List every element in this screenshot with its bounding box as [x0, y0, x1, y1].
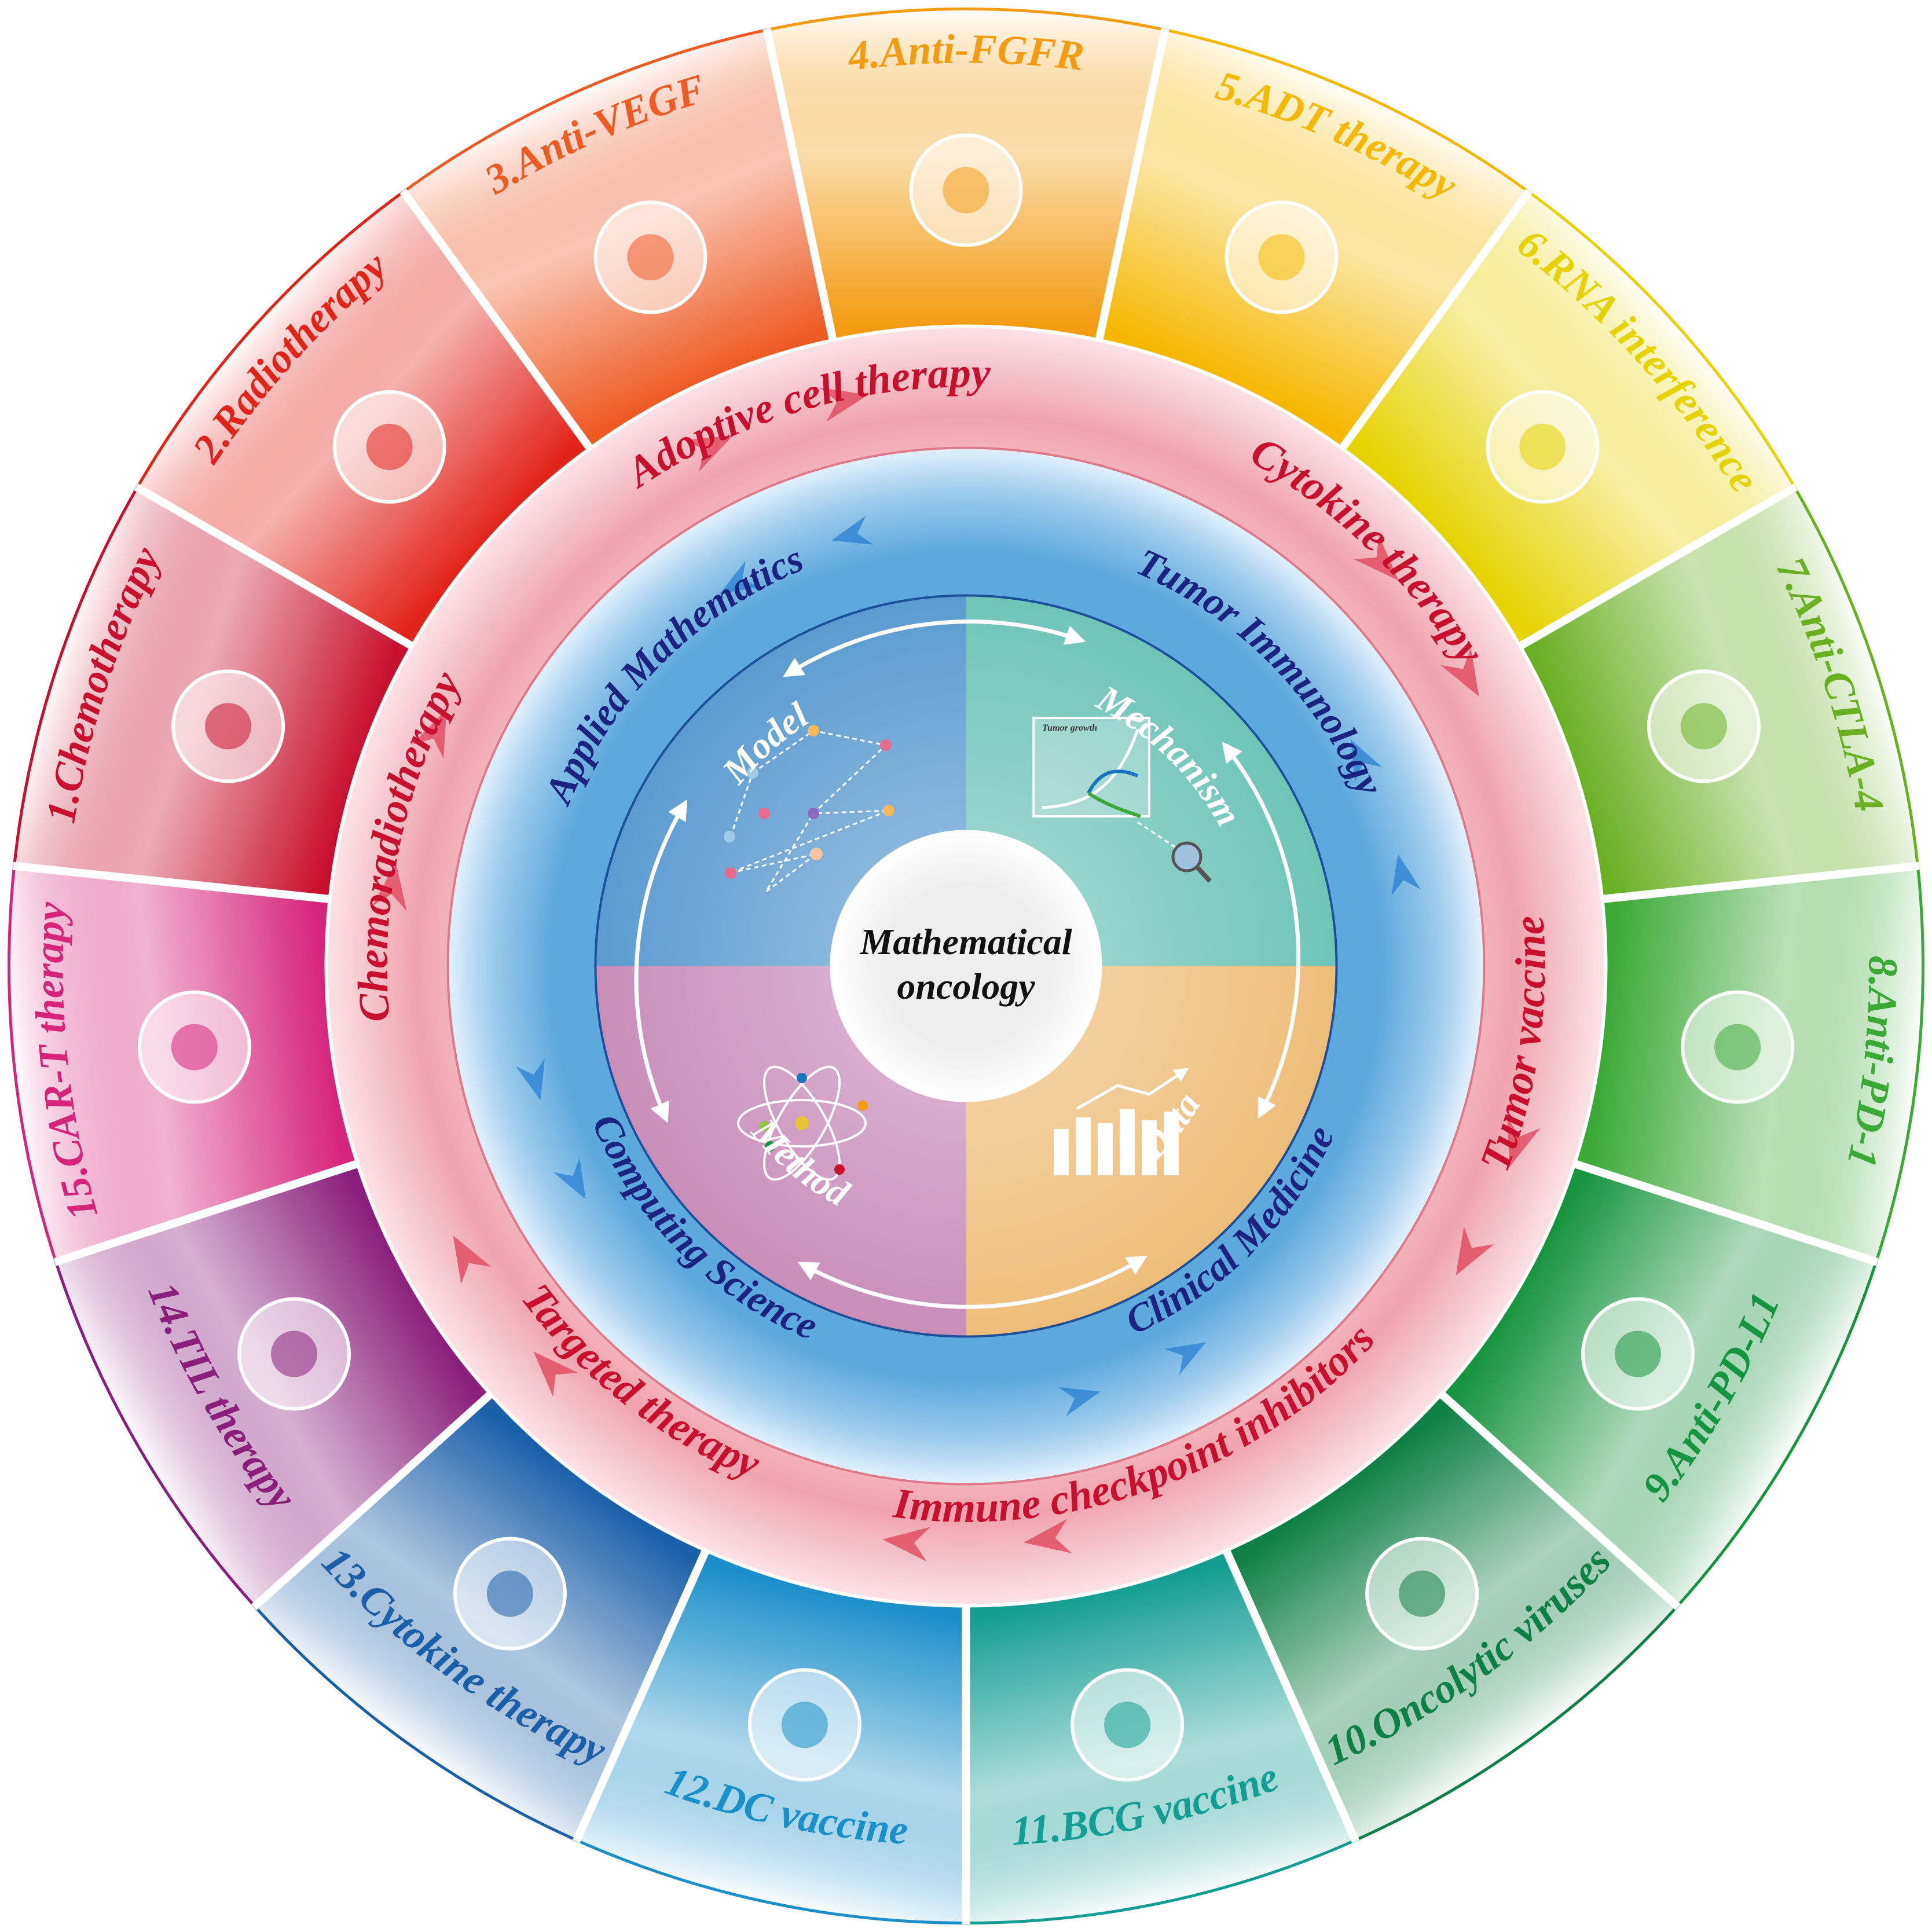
- direction-arrow: [1440, 647, 1479, 697]
- center-title-line2: oncology: [897, 966, 1035, 1007]
- direction-arrow: [1354, 535, 1399, 581]
- cytokine-tornado-icon: [453, 1537, 567, 1651]
- therapy-label: 4.Anti-FGFR: [844, 25, 1086, 79]
- til-infusion-icon: [237, 1297, 351, 1411]
- svg-text:Tumor growth: Tumor growth: [1042, 723, 1097, 733]
- virus-target-icon: [1365, 1537, 1479, 1651]
- tumor-growth-chart-icon: Tumor growth: [1032, 717, 1212, 883]
- direction-arrow: [831, 515, 874, 545]
- atom-method-icon: [737, 1065, 868, 1181]
- iv-drip-icon: [171, 669, 285, 783]
- network-model-icon: [724, 725, 894, 893]
- pd1-synapse-icon: [1681, 990, 1795, 1104]
- direction-arrow: [819, 387, 868, 422]
- direction-arrow: [1456, 1226, 1494, 1276]
- direction-arrow: [453, 1235, 492, 1285]
- direction-arrow: [533, 1351, 578, 1397]
- direction-arrow: [1024, 1519, 1072, 1553]
- direction-arrow: [719, 560, 761, 594]
- center-title-line1: Mathematical: [859, 921, 1072, 962]
- research-cycle-arrows: [634, 619, 1301, 1309]
- direction-arrow: [1058, 1387, 1101, 1417]
- direction-arrow: [553, 1157, 586, 1200]
- ctla4-synapse-icon: [1647, 669, 1761, 783]
- radiotherapy-machine-icon: [332, 390, 446, 504]
- direction-arrow: [1507, 1117, 1541, 1167]
- direction-arrow: [372, 862, 407, 911]
- pdl1-synapse-icon: [1581, 1297, 1695, 1411]
- center-hub: [830, 830, 1102, 1102]
- direction-arrow: [1164, 1342, 1206, 1375]
- direction-arrow: [412, 709, 447, 759]
- car-t-cell-icon: [137, 990, 251, 1104]
- direction-arrow: [1391, 854, 1421, 896]
- vegf-receptor-icon: [593, 200, 707, 314]
- rna-scissors-icon: [1486, 390, 1600, 504]
- direction-arrow: [515, 1058, 545, 1101]
- fgfr-receptor-icon: [909, 133, 1023, 247]
- steroid-molecule-icon: [1225, 200, 1339, 314]
- statistics-bar-chart-icon: [1054, 1068, 1189, 1175]
- direction-arrow: [684, 435, 734, 472]
- direction-arrow: [882, 1527, 930, 1562]
- bladder-syringe-icon: [1071, 1668, 1185, 1782]
- direction-arrow: [1350, 739, 1383, 782]
- syringe-icon: [747, 1668, 861, 1782]
